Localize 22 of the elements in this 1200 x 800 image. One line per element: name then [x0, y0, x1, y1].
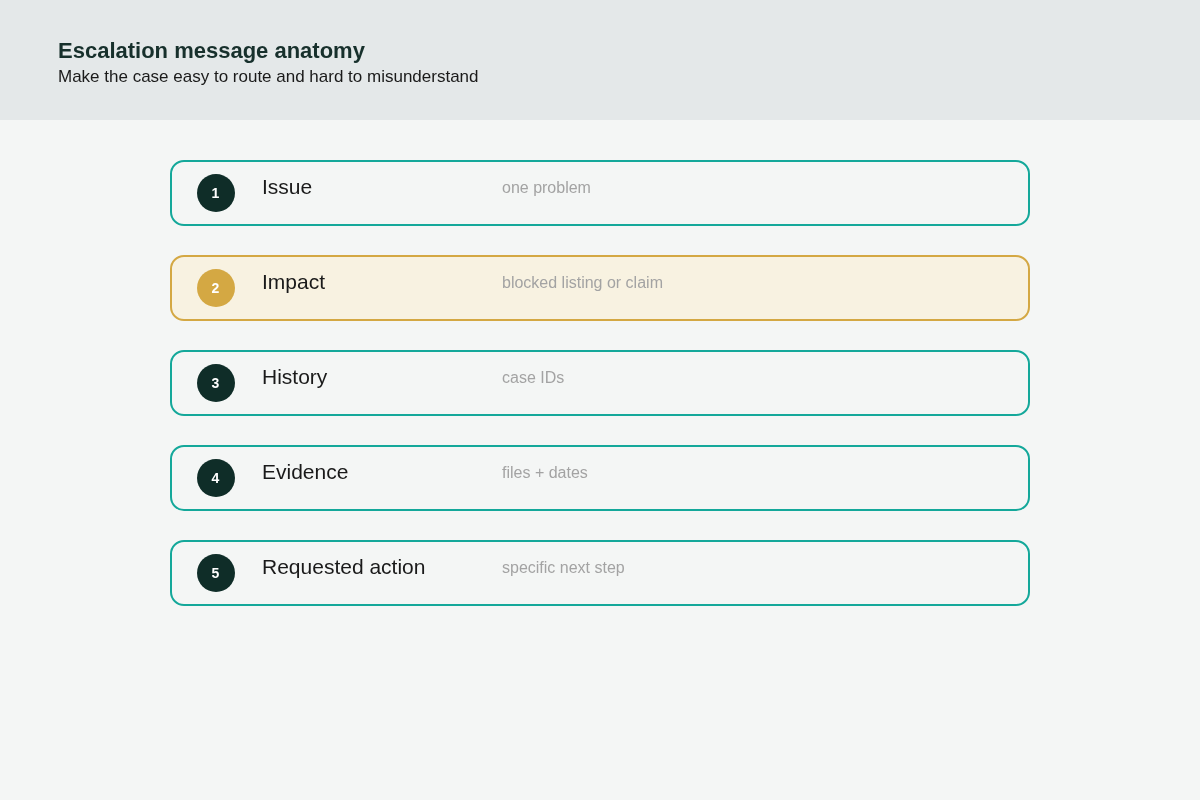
- step-card: [170, 350, 1030, 416]
- step-number-circle: 2: [196, 268, 235, 307]
- step-heading: History: [262, 364, 328, 390]
- step-card: [170, 445, 1030, 511]
- step-card: [170, 160, 1030, 226]
- step-description: one problem: [502, 178, 591, 198]
- step-description: files + dates: [502, 463, 588, 483]
- step-description: specific next step: [502, 558, 625, 578]
- step-description: blocked listing or claim: [502, 273, 663, 293]
- step-card: [170, 540, 1030, 606]
- step-number-circle: 5: [196, 553, 235, 592]
- step-description: case IDs: [502, 368, 565, 388]
- step-card: [170, 255, 1030, 321]
- diagram-title: Escalation message anatomy: [58, 38, 365, 64]
- step-heading: Impact: [262, 269, 326, 295]
- subtitle: Make the case easy to route and hard to misunderstand: [58, 67, 479, 87]
- step-heading: Evidence: [262, 459, 349, 485]
- step-number-circle: 3: [196, 363, 235, 402]
- step-heading: Issue: [262, 174, 313, 200]
- step-heading: Requested action: [262, 554, 426, 580]
- step-number-circle: 4: [196, 458, 235, 497]
- step-number-circle: 1: [196, 173, 235, 212]
